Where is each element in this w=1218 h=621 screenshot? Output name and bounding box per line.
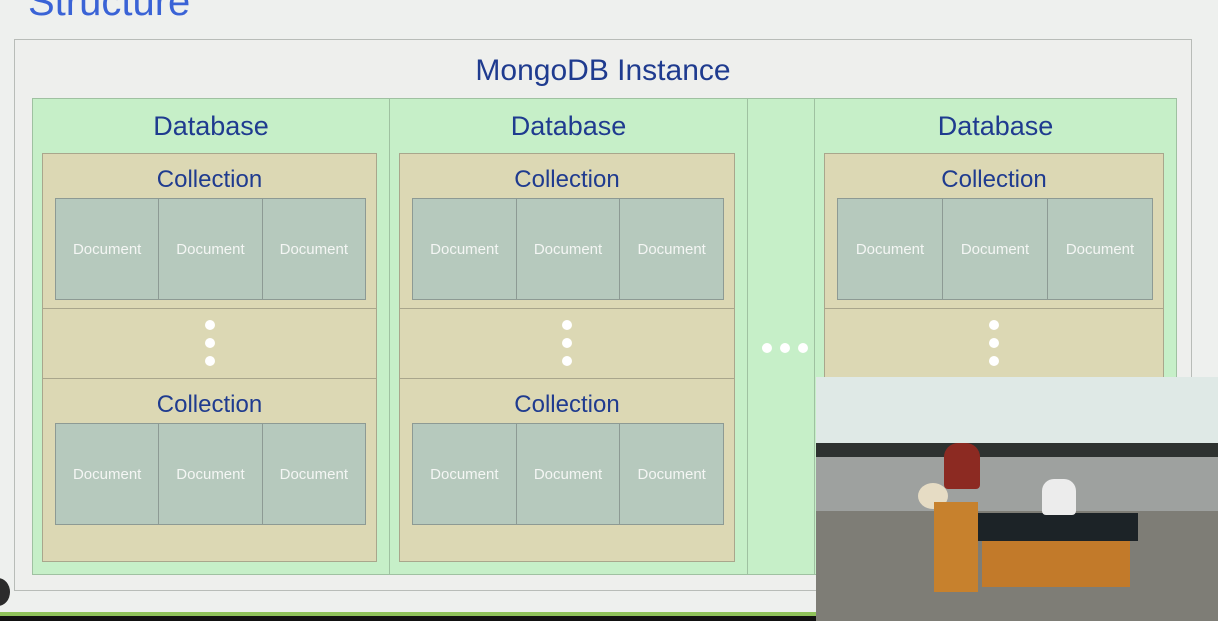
document: Document <box>413 424 517 524</box>
document: Document <box>56 424 160 524</box>
podium <box>934 502 978 592</box>
database-label: Database <box>153 111 269 141</box>
document: Document <box>620 424 724 524</box>
document: Document <box>56 199 160 299</box>
database-2: Database Collection Document Document Do… <box>390 99 748 574</box>
ellipsis-row <box>400 309 734 379</box>
document: Document <box>262 424 365 524</box>
document: Document <box>413 199 517 299</box>
slide-title: Structure <box>28 0 191 24</box>
documents-row: Document Document Document <box>55 198 366 300</box>
document: Document <box>620 199 724 299</box>
progress-bar[interactable] <box>0 612 1218 616</box>
document: Document <box>1048 199 1152 299</box>
collection-label: Collection <box>156 391 263 418</box>
documents-row: Document Document Document <box>412 423 724 525</box>
database-label: Database <box>937 111 1054 141</box>
desk-top <box>978 513 1138 541</box>
database-label: Database <box>510 111 627 141</box>
collection: Collection Document Document Document <box>400 379 734 563</box>
presenter-figure <box>944 443 980 489</box>
document: Document <box>516 424 621 524</box>
collection: Collection Document Document Document <box>400 154 734 309</box>
document: Document <box>838 199 943 299</box>
collections-container: Collection Document Document Document Co… <box>42 153 377 562</box>
database-gap <box>748 99 815 574</box>
vertical-ellipsis-icon <box>825 320 1163 366</box>
collection: Collection Document Document Document <box>825 154 1163 309</box>
document: Document <box>262 199 365 299</box>
vertical-ellipsis-icon <box>43 320 376 366</box>
seated-presenter-figure <box>1042 479 1076 515</box>
ellipsis-row <box>43 309 376 379</box>
projected-slide-image <box>816 377 1218 445</box>
ellipsis-row <box>825 309 1163 379</box>
documents-row: Document Document Document <box>837 198 1153 300</box>
collection-label: Collection <box>514 391 620 418</box>
collection-label: Collection <box>156 166 263 193</box>
documents-row: Document Document Document <box>55 423 366 525</box>
document: Document <box>159 199 263 299</box>
vertical-ellipsis-icon <box>400 320 734 366</box>
collection-label: Collection <box>941 166 1047 193</box>
instance-title: MongoDB Instance <box>475 54 731 87</box>
document: Document <box>943 199 1048 299</box>
document: Document <box>159 424 263 524</box>
camera-video-overlay <box>816 377 1218 621</box>
player-bottom-bar <box>0 616 1218 621</box>
documents-row: Document Document Document <box>412 198 724 300</box>
collections-container: Collection Document Document Document Co… <box>399 153 735 562</box>
desk-front <box>982 541 1130 587</box>
horizontal-ellipsis-icon <box>762 343 808 353</box>
database-1: Database Collection Document Document Do… <box>33 99 390 574</box>
collection: Collection Document Document Document <box>43 379 376 563</box>
collection: Collection Document Document Document <box>43 154 376 309</box>
player-control-button[interactable] <box>0 578 10 606</box>
document: Document <box>516 199 621 299</box>
collection-label: Collection <box>514 166 620 193</box>
